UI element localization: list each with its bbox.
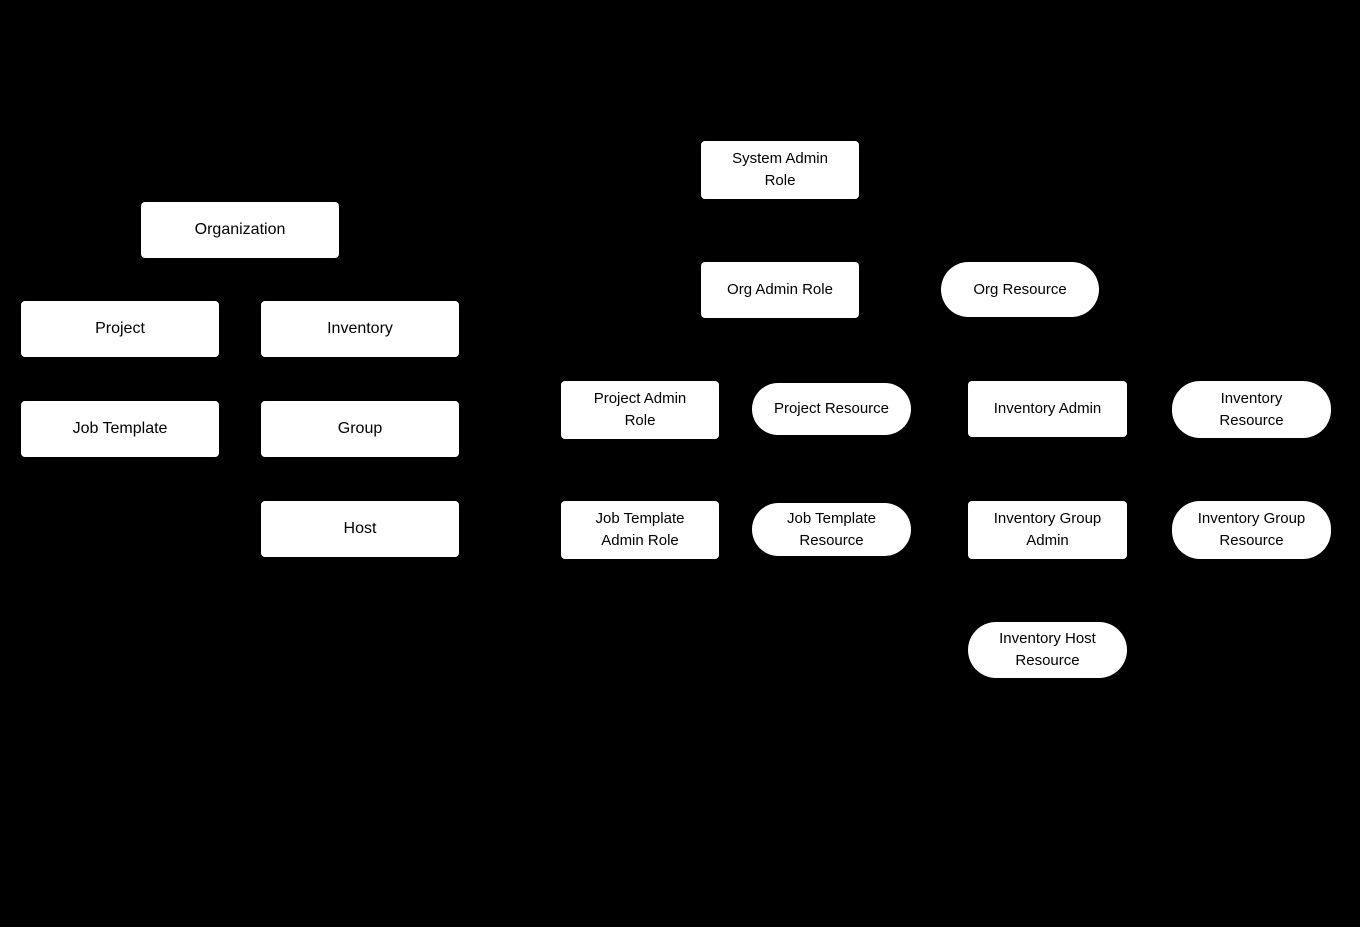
node-project-admin-role-label: Project Admin Role bbox=[593, 390, 687, 429]
node-org-resource-label: Org Resource bbox=[973, 280, 1067, 298]
node-inventory-group-resource-label: Inventory Group Resource bbox=[1197, 510, 1306, 549]
node-org-admin-role-label: Org Admin Role bbox=[727, 281, 833, 299]
node-job-template-label: Job Template bbox=[72, 420, 168, 438]
node-system-admin-role: System Admin Role bbox=[701, 141, 859, 199]
node-host-label: Host bbox=[343, 520, 377, 538]
node-inventory-host-resource-label: Inventory Host Resource bbox=[999, 630, 1096, 669]
node-inventory-admin: Inventory Admin bbox=[968, 381, 1127, 437]
node-job-template-resource-label: Job Template Resource bbox=[787, 509, 876, 549]
node-inventory: Inventory bbox=[261, 301, 459, 357]
node-inventory-host-resource: Inventory Host Resource bbox=[968, 622, 1127, 678]
node-job-template-resource: Job Template Resource bbox=[752, 503, 911, 556]
node-org-admin-role: Org Admin Role bbox=[701, 262, 859, 318]
node-system-admin-role-label: System Admin Role bbox=[732, 150, 828, 189]
node-job-template-admin-role-label: Job Template Admin Role bbox=[595, 510, 685, 549]
node-org-resource: Org Resource bbox=[941, 262, 1099, 317]
node-inventory-group-admin-label: Inventory Group Admin bbox=[993, 510, 1102, 549]
node-inventory-resource-label: Inventory Resource bbox=[1219, 389, 1284, 429]
node-inventory-resource: Inventory Resource bbox=[1172, 381, 1331, 438]
node-project-resource-label: Project Resource bbox=[773, 400, 890, 418]
node-group-label: Group bbox=[337, 420, 383, 438]
node-project-resource: Project Resource bbox=[752, 383, 911, 435]
node-host: Host bbox=[261, 501, 459, 557]
node-inventory-admin-label: Inventory Admin bbox=[993, 400, 1102, 418]
node-project-admin-role: Project Admin Role bbox=[561, 381, 719, 439]
node-group: Group bbox=[261, 401, 459, 457]
node-organization: Organization bbox=[141, 202, 339, 258]
node-job-template: Job Template bbox=[21, 401, 219, 457]
node-inventory-group-admin: Inventory Group Admin bbox=[968, 501, 1127, 559]
node-inventory-group-resource: Inventory Group Resource bbox=[1172, 501, 1331, 559]
node-project-label: Project bbox=[95, 320, 145, 338]
node-job-template-admin-role: Job Template Admin Role bbox=[561, 501, 719, 559]
node-project: Project bbox=[21, 301, 219, 357]
node-organization-label: Organization bbox=[194, 221, 286, 239]
node-inventory-label: Inventory bbox=[327, 320, 393, 338]
